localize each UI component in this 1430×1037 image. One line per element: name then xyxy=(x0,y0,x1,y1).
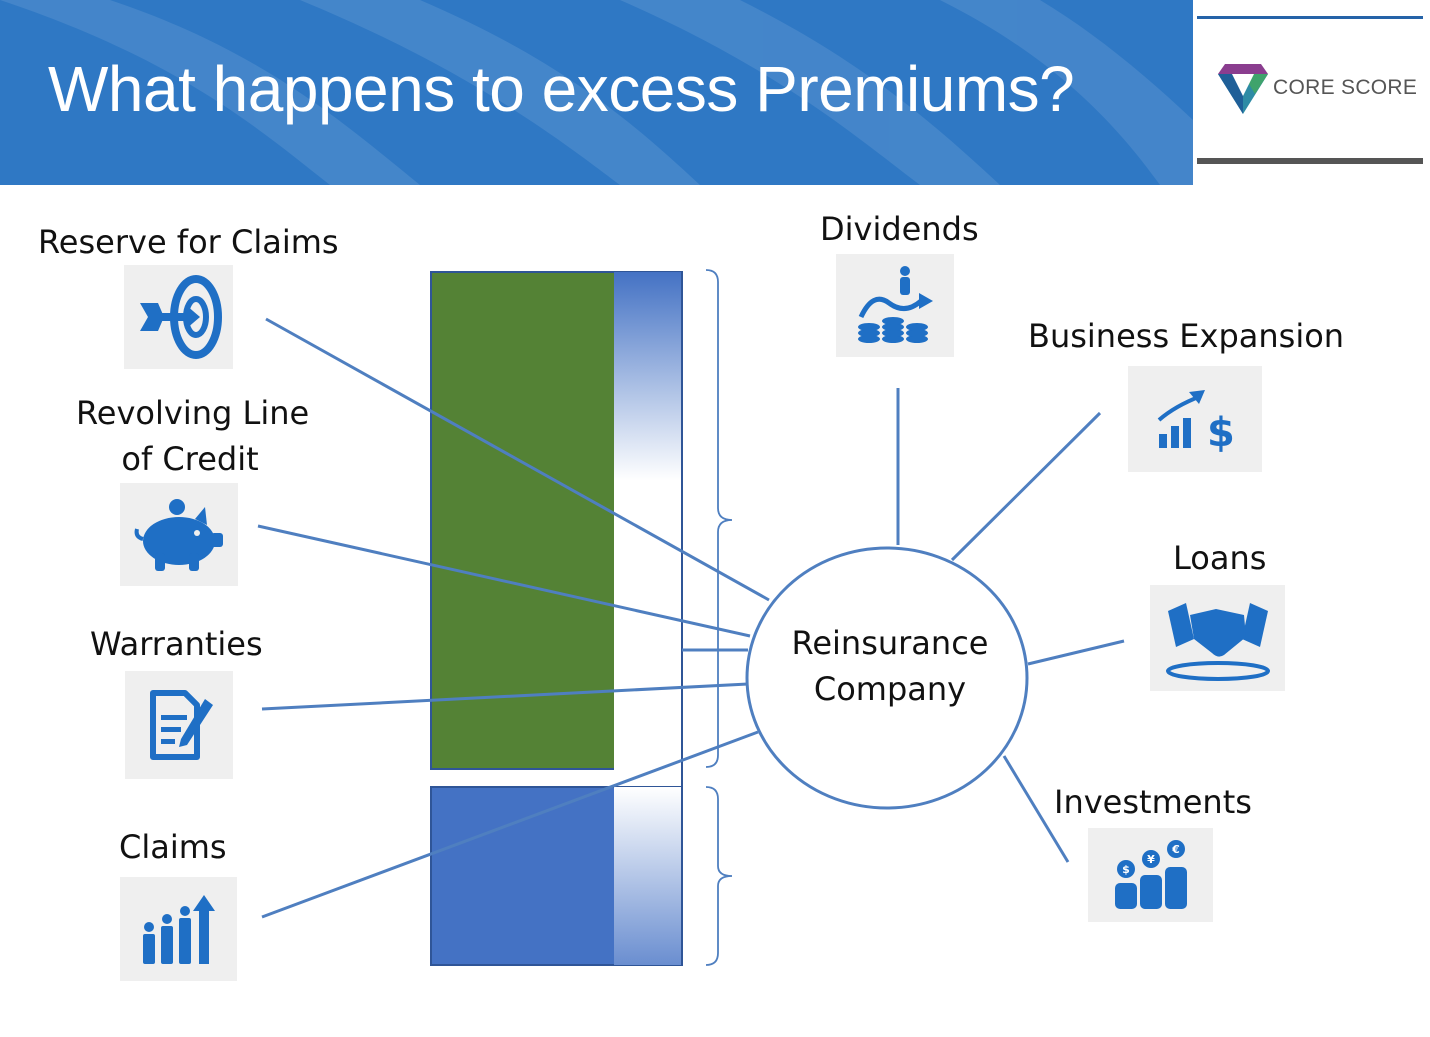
tile-claims xyxy=(120,877,237,981)
svg-text:$: $ xyxy=(1122,863,1130,876)
label-warranties: Warranties xyxy=(90,625,263,663)
document-pen-icon xyxy=(150,690,213,760)
connector-claims xyxy=(261,730,759,919)
logo-rule-bottom xyxy=(1197,158,1423,164)
people-growth-icon xyxy=(142,895,215,964)
brace-large xyxy=(705,269,733,768)
target-arrow-icon xyxy=(139,275,222,359)
connector-loans xyxy=(1027,639,1125,666)
premium-fade-column-bottom xyxy=(614,787,682,965)
label-loans: Loans xyxy=(1173,539,1267,577)
tile-investments: $ ¥ € xyxy=(1088,828,1213,922)
tile-revolving-line-of-credit xyxy=(120,483,238,586)
label-dividends: Dividends xyxy=(820,210,979,248)
connector-credit xyxy=(257,524,751,638)
svg-text:$: $ xyxy=(1207,410,1235,454)
tile-warranties xyxy=(125,671,233,779)
premium-fade-column-gap xyxy=(614,769,682,787)
brace-small xyxy=(705,786,733,966)
label-business-expansion: Business Expansion xyxy=(1028,317,1345,355)
center-label-line1: Reinsurance xyxy=(791,624,989,662)
tile-dividends xyxy=(836,254,954,357)
center-label-line2: Company xyxy=(813,670,967,708)
connector-investments xyxy=(1002,755,1070,863)
connector-warranties xyxy=(261,682,749,711)
label-revolving-line-of-credit: Revolving Line of Credit xyxy=(76,390,310,482)
piggy-bank-icon xyxy=(134,498,223,571)
svg-text:€: € xyxy=(1171,843,1180,856)
credit-label-line2: of Credit xyxy=(121,440,259,478)
connector-expansion xyxy=(950,411,1102,562)
tile-business-expansion: $ xyxy=(1128,366,1262,472)
center-node-label: Reinsurance Company xyxy=(770,620,1010,712)
credit-label-line1: Revolving Line xyxy=(76,394,310,432)
label-claims: Claims xyxy=(119,828,227,866)
coins-climb-icon xyxy=(858,265,933,343)
label-reserve-for-claims: Reserve for Claims xyxy=(38,223,339,261)
page-title: What happens to excess Premiums? xyxy=(48,53,1075,125)
handshake-icon xyxy=(1165,603,1270,681)
reinsurance-company-node xyxy=(745,546,1029,810)
core-score-mark-icon xyxy=(1218,64,1268,114)
header-banner: What happens to excess Premiums? xyxy=(0,0,1193,185)
currency-coins-icon: $ ¥ € xyxy=(1114,840,1187,909)
logo-text: CORE SCORE xyxy=(1273,76,1418,99)
header-wave-pattern xyxy=(0,0,1193,185)
label-investments: Investments xyxy=(1054,783,1252,821)
tile-loans xyxy=(1150,585,1285,691)
growth-dollar-icon: $ xyxy=(1157,390,1235,454)
brand-logo: CORE SCORE xyxy=(1197,16,1423,164)
svg-text:¥: ¥ xyxy=(1147,853,1155,866)
connector-reserve xyxy=(265,317,770,602)
logo-rule-top xyxy=(1197,16,1423,19)
tile-reserve-for-claims xyxy=(124,265,233,369)
